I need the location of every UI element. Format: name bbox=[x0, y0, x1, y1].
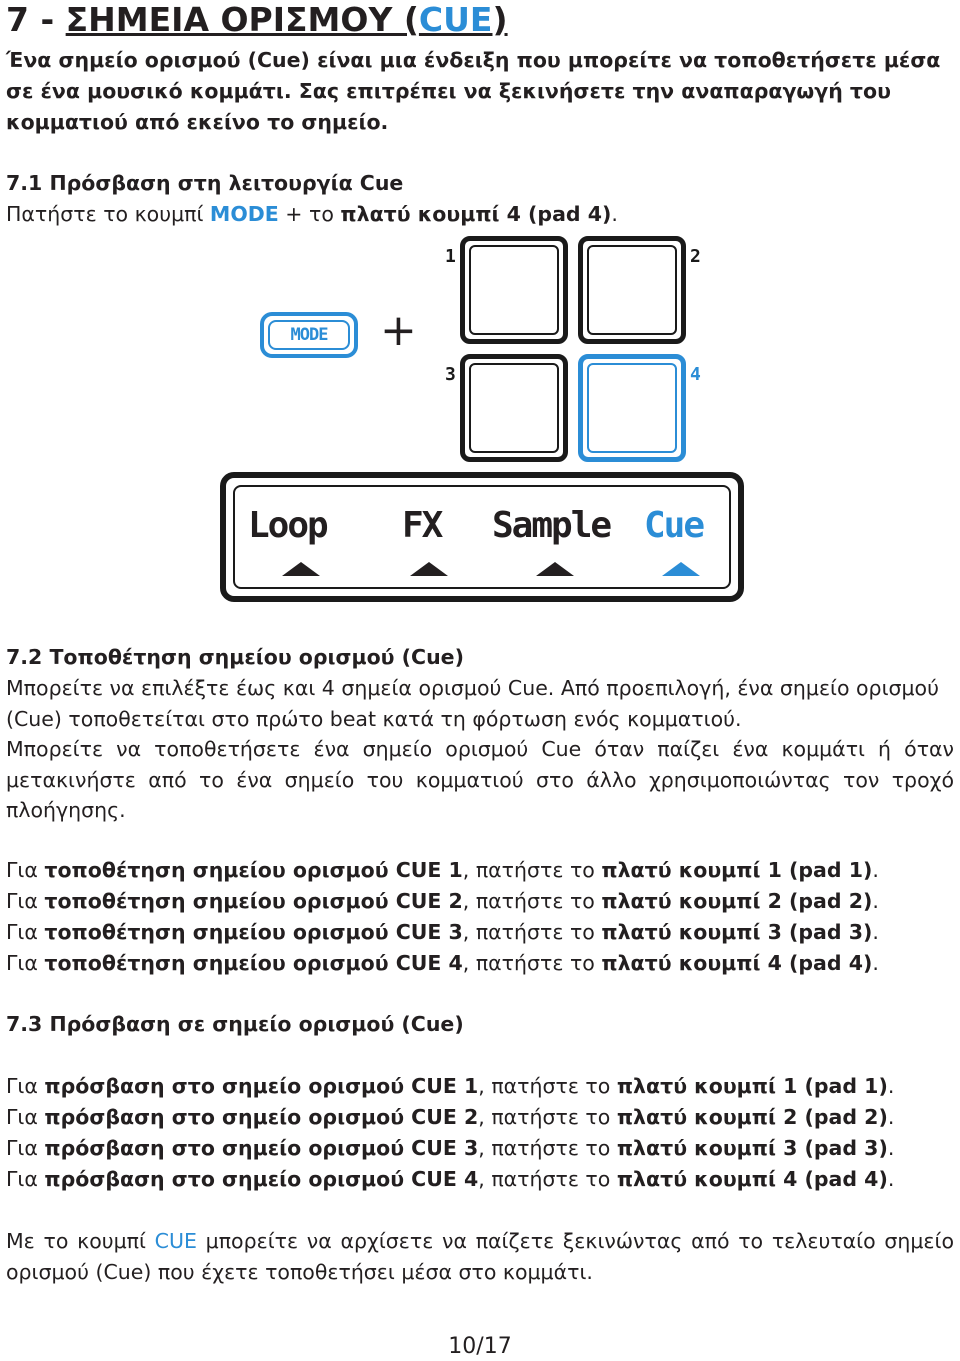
section-7-2-para-2: Μπορείτε να τοποθετήσετε ένα σημείο ορισ… bbox=[6, 737, 954, 822]
section-7-3-heading: 7.3 Πρόσβαση σε σημείο ορισμού (Cue) bbox=[6, 1012, 464, 1036]
loop-indicator-icon bbox=[282, 562, 320, 576]
plus-sign: + bbox=[380, 305, 417, 356]
section-7-1-text: Πατήστε το κουμπί MODE + το πλατύ κουμπί… bbox=[6, 202, 618, 226]
title-suffix: ) bbox=[492, 0, 508, 39]
fx-indicator-icon bbox=[410, 562, 448, 576]
cue-keyword: CUE bbox=[154, 1229, 197, 1253]
display-label-sample: Sample bbox=[492, 505, 612, 546]
pad-1 bbox=[460, 236, 568, 344]
section-7-2-para-1: Μπορείτε να επιλέξτε έως και 4 σημεία ορ… bbox=[6, 676, 939, 731]
display-label-fx: FX bbox=[402, 505, 443, 546]
sample-indicator-icon bbox=[536, 562, 574, 576]
place-cue-1-line: Για τοποθέτηση σημείου ορισμού CUE 1, πα… bbox=[6, 858, 879, 882]
controller-figure: MODE + 1 2 3 4 Loop FX Sample Cue bbox=[220, 232, 744, 604]
pad-4-number: 4 bbox=[690, 364, 701, 385]
mode-button-illustration: MODE bbox=[260, 312, 358, 358]
title-highlight: CUE bbox=[418, 0, 493, 39]
display-label-loop: Loop bbox=[248, 505, 329, 546]
place-cue-2-line: Για τοποθέτηση σημείου ορισμού CUE 2, πα… bbox=[6, 889, 879, 913]
mode-keyword: MODE bbox=[209, 202, 279, 226]
pad-4 bbox=[578, 354, 686, 462]
closing-paragraph: Με το κουμπί CUE μπορείτε να αρχίσετε να… bbox=[6, 1229, 954, 1284]
access-cue-4-line: Για πρόσβαση στο σημείο ορισμού CUE 4, π… bbox=[6, 1167, 895, 1191]
title-underlined: ΣΗΜΕΙΑ ΟΡΙΣΜΟΥ (CUE) bbox=[66, 0, 508, 39]
intro-paragraph: Ένα σημείο ορισμού (Cue) είναι μια ένδει… bbox=[6, 48, 941, 134]
pad-3 bbox=[460, 354, 568, 462]
title-main: ΣΗΜΕΙΑ ΟΡΙΣΜΟΥ ( bbox=[65, 0, 419, 39]
place-cue-3-line: Για τοποθέτηση σημείου ορισμού CUE 3, πα… bbox=[6, 920, 879, 944]
mode-button-label: MODE bbox=[268, 320, 350, 350]
cue-indicator-icon bbox=[662, 562, 700, 576]
section-7-2-heading: 7.2 Τοποθέτηση σημείου ορισμού (Cue) bbox=[6, 645, 464, 669]
title-prefix: 7 - bbox=[6, 0, 66, 39]
pad-3-number: 3 bbox=[445, 364, 456, 385]
page-number: 10/17 bbox=[448, 1334, 512, 1359]
section-7-1-heading: 7.1 Πρόσβαση στη λειτουργία Cue bbox=[6, 171, 404, 195]
pad-2 bbox=[578, 236, 686, 344]
page-title: 7 - ΣΗΜΕΙΑ ΟΡΙΣΜΟΥ (CUE) bbox=[6, 0, 508, 40]
access-cue-1-line: Για πρόσβαση στο σημείο ορισμού CUE 1, π… bbox=[6, 1074, 895, 1098]
pad-1-number: 1 bbox=[445, 246, 456, 267]
display-label-cue: Cue bbox=[644, 505, 705, 546]
place-cue-4-line: Για τοποθέτηση σημείου ορισμού CUE 4, πα… bbox=[6, 951, 879, 975]
access-cue-3-line: Για πρόσβαση στο σημείο ορισμού CUE 3, π… bbox=[6, 1136, 895, 1160]
mode-display: Loop FX Sample Cue bbox=[220, 472, 744, 602]
access-cue-2-line: Για πρόσβαση στο σημείο ορισμού CUE 2, π… bbox=[6, 1105, 895, 1129]
pad-2-number: 2 bbox=[690, 246, 701, 267]
